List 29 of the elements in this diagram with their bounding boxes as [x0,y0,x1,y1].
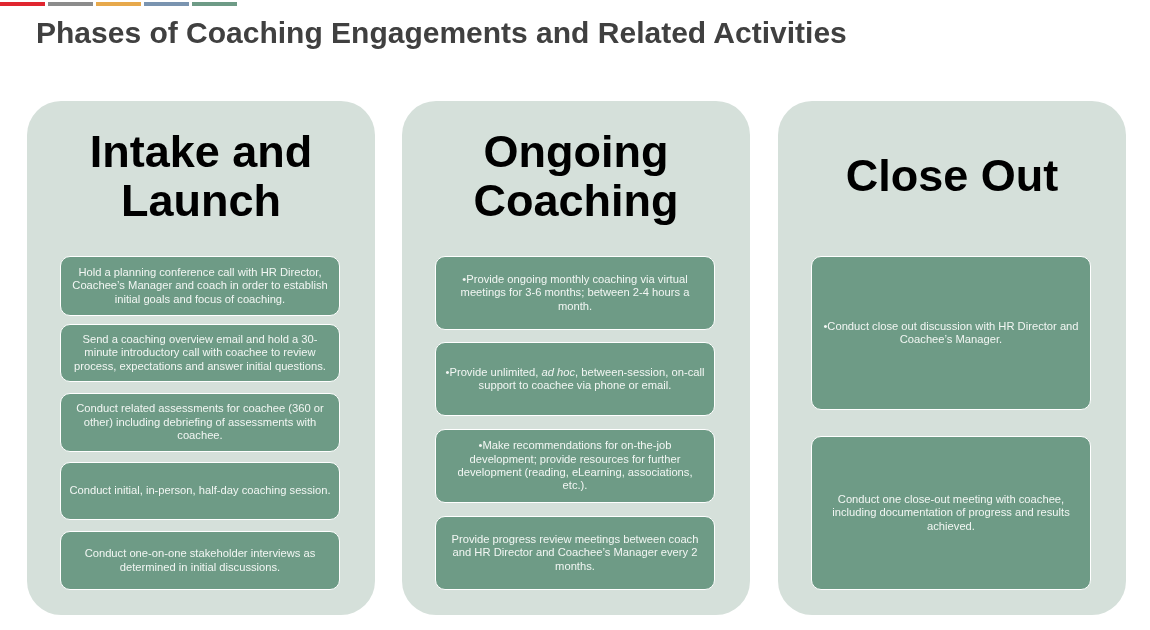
activity-text: Conduct related assessments for coachee (360 or other) including debriefing of assessments with coachee. [75,402,325,443]
phase-panel [402,101,750,615]
phase-heading: Ongoing Coaching [472,124,680,228]
activity-box [811,436,1091,590]
activity-text: Conduct one-on-one stakeholder interviews as determined in initial discussions. [83,547,317,574]
activity-text: •Make recommendations for on-the-job development; provide resources for further development (reading, eLearning, associations, etc.). [456,439,694,493]
phase-heading: Intake and Launch [88,124,314,228]
activity-box [60,324,340,382]
activity-text: •Provide unlimited, ad hoc, between-session, on-call support to coachee via phone or email. [444,365,706,393]
activity-text: Hold a planning conference call with HR Director, Coachee’s Manager and coach in order to establish initial goals and focus of coaching. [71,265,329,307]
activity-box [435,516,715,590]
activity-text: Send a coaching overview email and hold a 30-minute introductory call with coachee to review process, expectations and answer initial questions. [73,332,327,374]
activity-text: Provide progress review meetings between coach and HR Director and Coachee’s Manager every 2 months. [450,532,700,574]
activity-text: •Provide ongoing monthly coaching via virtual meetings for 3-6 months; between 2-4 hours a month. [459,272,691,314]
activity-box [435,429,715,503]
phase-panel [27,101,375,615]
phase-heading: Close Out [844,149,1060,204]
activity-text: •Conduct close out discussion with HR Director and Coachee’s Manager. [822,319,1080,347]
activity-box [60,462,340,520]
activity-box [60,256,340,316]
activity-text: Conduct initial, in-person, half-day coaching session. [69,484,331,498]
activity-box [811,256,1091,410]
phase-panel [778,101,1126,615]
activity-text: Conduct one close-out meeting with coachee, including documentation of progress and results achieved. [831,492,1071,534]
page-title: Phases of Coaching Engagements and Related Activities [36,16,847,50]
activity-box [60,531,340,590]
activity-box [60,393,340,452]
activity-box [435,256,715,330]
activity-box [435,342,715,416]
